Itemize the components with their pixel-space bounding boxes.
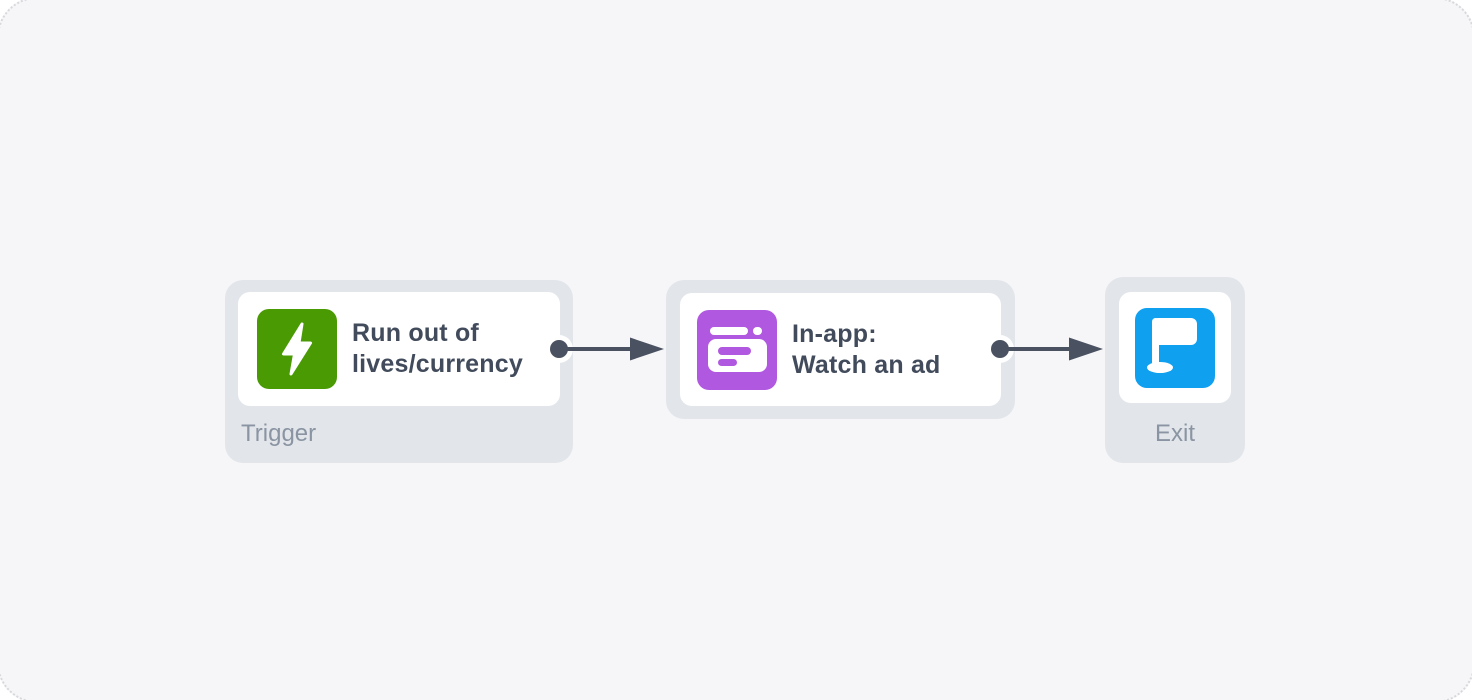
trigger-title-line1: Run out of	[352, 319, 479, 347]
flag-icon	[1135, 307, 1215, 388]
lightning-icon	[257, 309, 337, 389]
trigger-card[interactable]: Run out of lives/currency	[238, 292, 560, 406]
node-exit[interactable]: Exit	[1105, 277, 1245, 463]
trigger-type-label: Trigger	[241, 420, 317, 447]
action-title-line1: In-app:	[792, 319, 877, 348]
ad-window-icon	[697, 309, 777, 390]
trigger-title: Run out of lives/currency	[352, 318, 523, 380]
node-trigger[interactable]: Run out of lives/currency Trigger	[225, 280, 573, 463]
exit-label: Exit	[1154, 420, 1195, 447]
node-action-in-app-ad[interactable]: In-app: Watch an ad	[666, 280, 1015, 419]
exit-card[interactable]	[1119, 292, 1231, 403]
action-title-line2: Watch an ad	[792, 350, 941, 379]
action-card[interactable]: In-app: Watch an ad	[680, 293, 1001, 406]
action-title: In-app: Watch an ad	[792, 319, 941, 381]
trigger-title-line2: lives/currency	[352, 350, 523, 378]
